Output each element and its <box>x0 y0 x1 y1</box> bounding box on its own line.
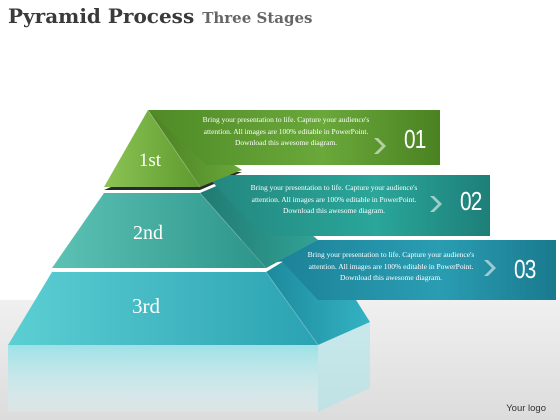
tier-3-front <box>8 272 318 345</box>
stage-2-text: Bring your presentation to life. Capture… <box>250 183 418 215</box>
banner-2 <box>206 175 490 236</box>
title-subtitle: Three Stages <box>202 9 313 27</box>
stage-1-label: 1st <box>138 150 162 171</box>
stage-1-number: 01 <box>404 124 426 154</box>
stage-3-label: 3rd <box>132 294 160 318</box>
banner-3 <box>262 240 556 300</box>
tier-2-front <box>52 193 266 268</box>
logo-placeholder: Your logo <box>506 403 546 414</box>
tier-1-front <box>104 110 200 187</box>
slide-title: Pyramid Process Three Stages <box>8 4 312 28</box>
base-reflection-side <box>318 322 370 412</box>
chevron-icon <box>374 138 496 276</box>
banner-1 <box>148 110 440 165</box>
stage-3-number: 03 <box>514 254 536 284</box>
base-reflection <box>8 345 318 412</box>
stage-2-number: 02 <box>460 186 482 216</box>
stage-2-label: 2nd <box>133 222 163 244</box>
stage-1-text: Bring your presentation to life. Capture… <box>202 115 370 147</box>
stage-3-text: Bring your presentation to life. Capture… <box>307 250 475 282</box>
title-main: Pyramid Process <box>8 4 195 28</box>
